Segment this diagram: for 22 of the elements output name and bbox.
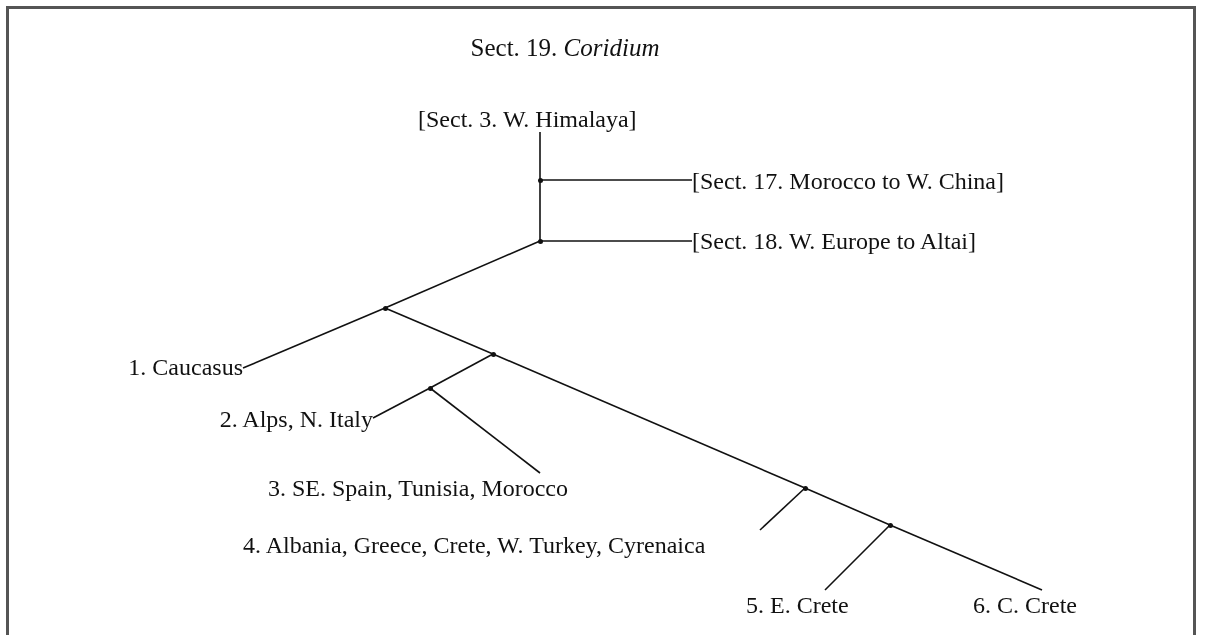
taxon-label: 2. Alps, N. Italy [170,404,373,434]
branch-point [888,523,893,528]
taxon-label: [Sect. 3. W. Himalaya] [418,104,637,134]
branch-point [538,178,543,183]
diagram-title: Sect. 19. Coridium [469,33,661,63]
branch-line [824,524,891,591]
taxon-label: 6. C. Crete [973,590,1077,620]
branch-point [803,486,808,491]
branch-line [759,487,806,531]
branch-point [383,306,388,311]
taxon-label: 5. E. Crete [746,590,849,620]
taxon-label: [Sect. 17. Morocco to W. China] [692,166,1004,196]
branch-point [428,386,433,391]
taxon-label: 1. Caucasus [70,352,243,382]
branch-point [538,239,543,244]
branch-line [539,131,541,181]
taxon-label: 4. Albania, Greece, Crete, W. Turkey, Cyrenaica [243,530,706,560]
taxon-label: [Sect. 18. W. Europe to Altai] [692,226,976,256]
branch-point [491,352,496,357]
branch-line [372,387,431,419]
taxon-label: 3. SE. Spain, Tunisia, Morocco [268,473,569,503]
branch-line [242,307,386,369]
